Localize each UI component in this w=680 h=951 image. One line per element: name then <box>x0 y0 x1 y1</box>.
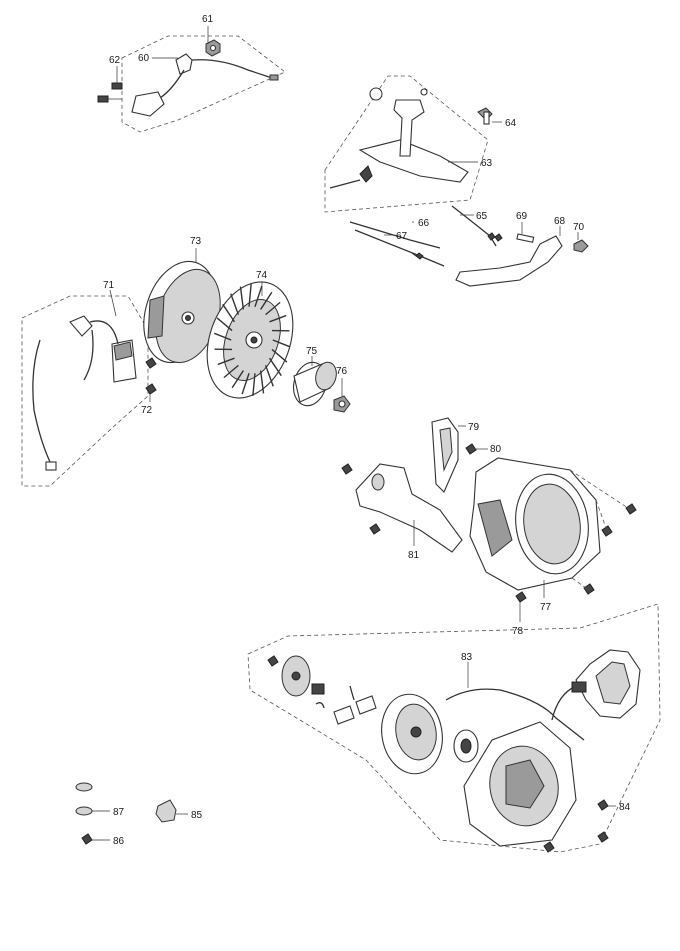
fan-fin <box>241 373 250 395</box>
callout-80: 80 <box>490 444 502 455</box>
group-boundary-63 <box>324 75 489 213</box>
callout-76: 76 <box>336 366 348 377</box>
callout-69: 69 <box>516 211 528 222</box>
group-blower-housing: 79 80 81 77 78 <box>341 417 637 637</box>
callout-79: 79 <box>468 422 480 433</box>
callout-63: 63 <box>481 158 493 169</box>
callout-60: 60 <box>138 53 150 64</box>
callout-61: 61 <box>202 14 214 25</box>
callout-66: 66 <box>418 218 430 229</box>
part-74-fan[interactable]: 74 <box>192 270 308 410</box>
part-66-rod[interactable] <box>349 221 441 249</box>
fan-fin <box>222 303 236 323</box>
housing-leader-lines <box>569 469 629 589</box>
part-61-nut[interactable] <box>205 39 221 57</box>
fan-fin <box>231 370 244 389</box>
fan-fin <box>248 283 252 307</box>
part-86-screw[interactable]: 86 <box>81 833 125 847</box>
callout-65: 65 <box>476 211 488 222</box>
part-81-baffle[interactable] <box>341 463 463 553</box>
fan-fin <box>217 357 235 366</box>
part-62-screw[interactable] <box>97 82 123 103</box>
part-72-screw[interactable] <box>145 357 157 395</box>
fan-fin <box>259 370 265 394</box>
fan-fin <box>272 339 290 348</box>
group-boundary-71 <box>21 295 149 487</box>
fan-fin <box>252 373 256 397</box>
callout-72: 72 <box>141 405 153 416</box>
fan-fin <box>265 301 281 316</box>
part-71-coil[interactable] <box>32 315 137 471</box>
fan-fin <box>264 365 274 387</box>
part-65-spring[interactable] <box>451 205 503 247</box>
part-79-deflector[interactable] <box>431 417 459 493</box>
part-84-screws[interactable] <box>543 799 609 853</box>
callout-64: 64 <box>505 118 517 129</box>
part-78-screws[interactable] <box>515 503 637 603</box>
callout-86: 86 <box>113 836 125 847</box>
fan-fins <box>214 283 290 397</box>
callout-83: 83 <box>461 652 473 663</box>
group-boundary-60 <box>121 35 286 133</box>
fan-fin <box>216 317 233 332</box>
fan-fin <box>260 291 273 310</box>
callout-74: 74 <box>256 270 268 281</box>
callout-73: 73 <box>190 236 202 247</box>
part-70-nut[interactable] <box>573 239 589 253</box>
callout-84: 84 <box>619 802 631 813</box>
group-governor-linkage: 64 63 65 66 67 69 68 70 <box>324 75 589 287</box>
part-60-switch[interactable] <box>131 53 279 117</box>
fan-fin <box>268 357 282 377</box>
group-ignition-coil: 71 72 <box>21 280 157 487</box>
callout-87: 87 <box>113 807 125 818</box>
fan-fin <box>223 364 239 379</box>
callout-68: 68 <box>554 216 566 227</box>
part-85-boot[interactable]: 85 <box>155 799 203 823</box>
part-76-nut[interactable]: 76 <box>333 366 351 413</box>
callout-78: 78 <box>512 626 524 637</box>
group-boundary-83 <box>247 603 661 853</box>
callout-85: 85 <box>191 810 203 821</box>
part-63-bracket[interactable] <box>329 87 469 189</box>
callout-70: 70 <box>573 222 585 233</box>
part-69-screw[interactable] <box>516 233 535 243</box>
fan-fin <box>254 285 263 307</box>
callout-62: 62 <box>109 55 121 66</box>
group-stop-switch: 61 60 62 <box>97 14 286 133</box>
part-73-flywheel[interactable]: 73 <box>132 236 232 372</box>
callout-77: 77 <box>540 602 552 613</box>
part-77-housing[interactable] <box>469 457 601 591</box>
group-recoil-starter: 83 84 <box>247 603 661 853</box>
fan-fin <box>239 286 245 310</box>
fan-fin <box>271 348 288 363</box>
part-87-washer[interactable]: 87 <box>75 782 125 818</box>
callout-75: 75 <box>306 346 318 357</box>
part-75-starter-cup[interactable]: 75 <box>289 346 339 409</box>
part-83-starter-parts[interactable] <box>267 649 641 847</box>
part-68-lever[interactable] <box>455 235 563 287</box>
part-64-bolt[interactable] <box>477 107 493 125</box>
callout-81: 81 <box>408 550 420 561</box>
fan-fin <box>230 293 240 315</box>
fan-fin <box>214 332 232 341</box>
part-80-screw[interactable] <box>465 443 477 455</box>
part-67-rod[interactable] <box>354 229 445 267</box>
fan-fin <box>269 314 287 323</box>
callout-67: 67 <box>396 231 408 242</box>
callout-71: 71 <box>103 280 115 291</box>
